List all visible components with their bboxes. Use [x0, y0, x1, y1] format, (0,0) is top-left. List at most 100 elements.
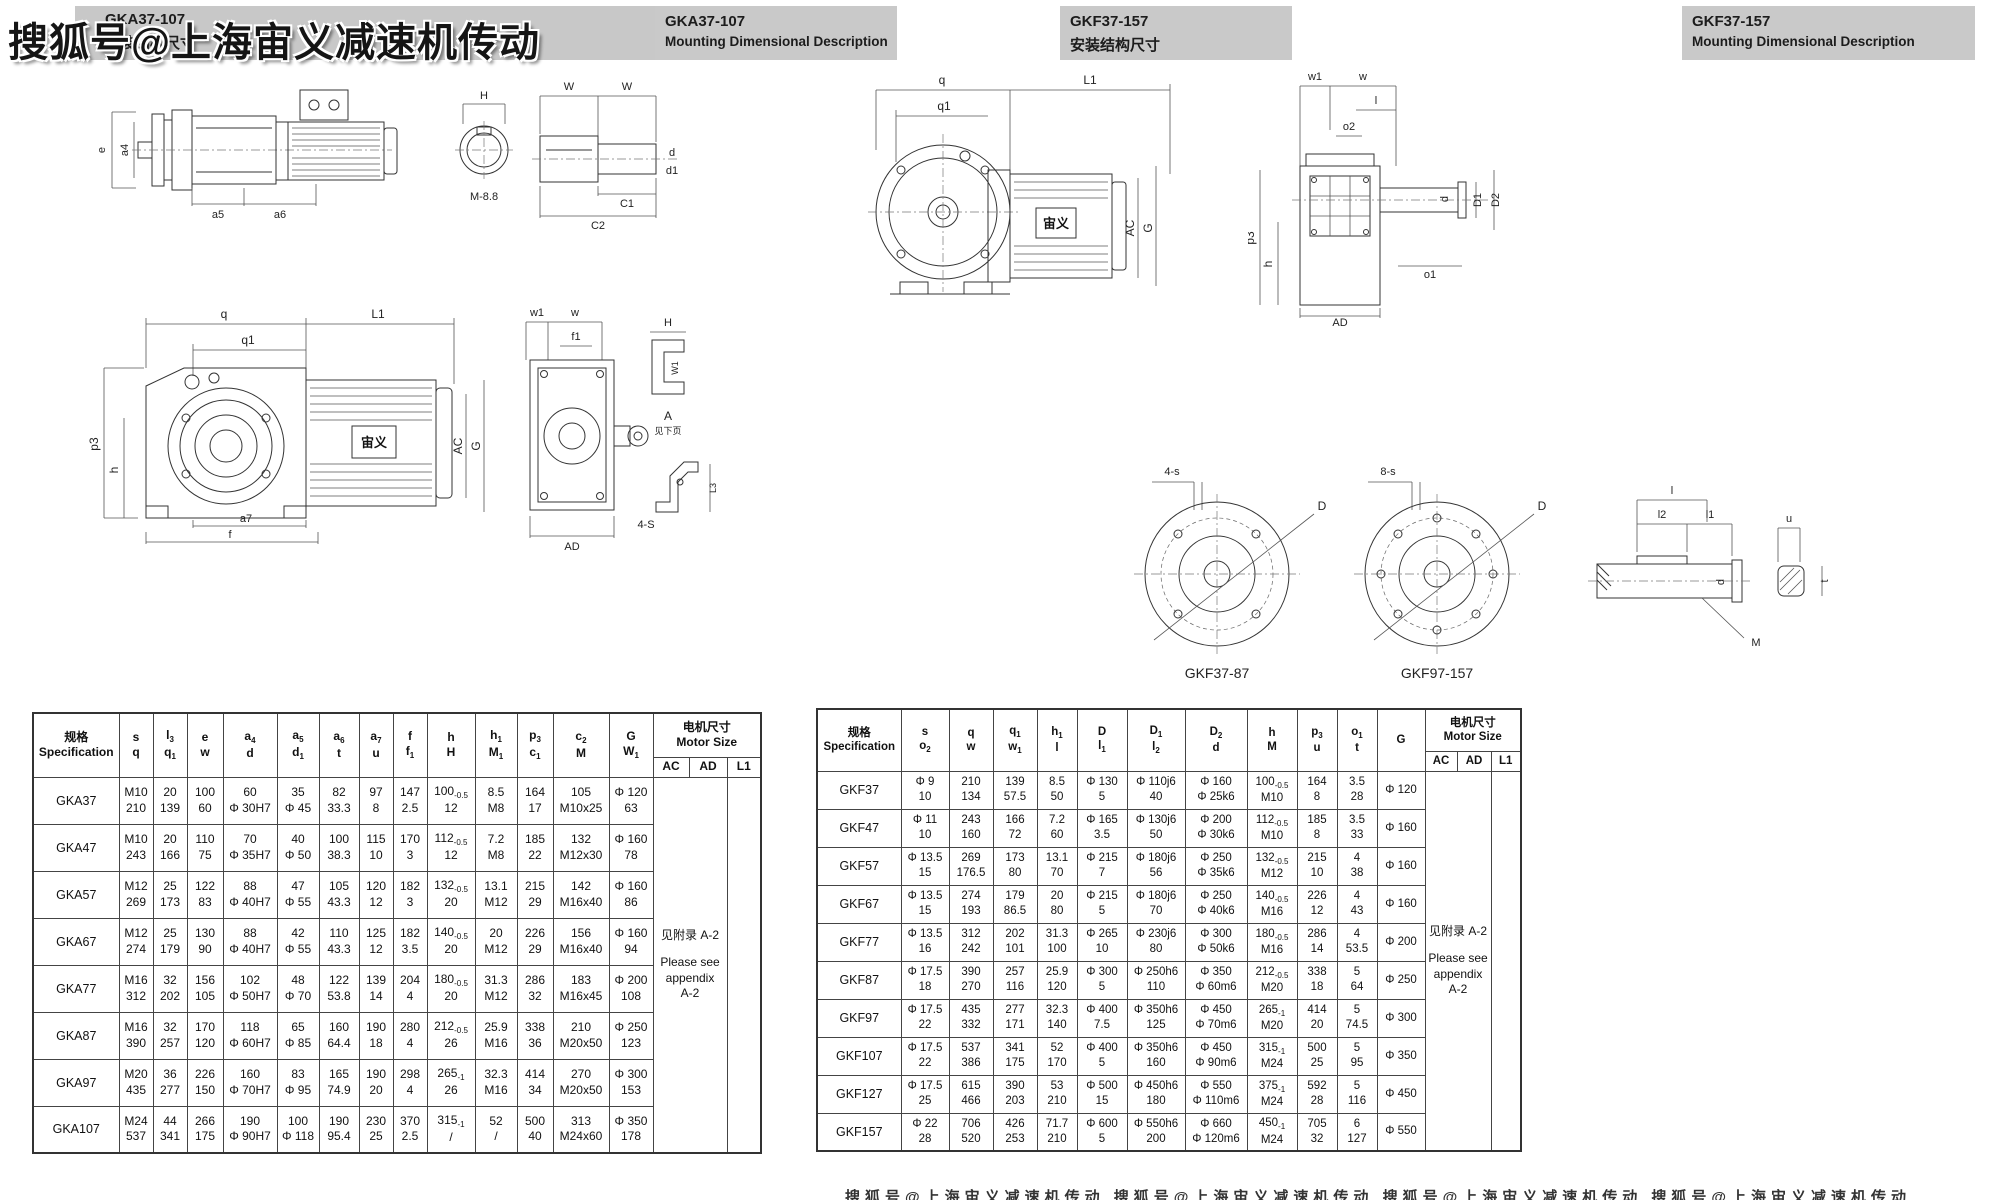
spec-cell: GKF157 — [816, 1112, 902, 1152]
spec-cell: GKA87 — [32, 1011, 120, 1060]
dim-label-AC: AC — [451, 437, 465, 454]
header-gkf-cn: GKF37-157 安装结构尺寸 — [1060, 6, 1292, 60]
gkf-shaft-detail-drawing: l l2 l1 d M u t — [1588, 486, 1831, 649]
dim-cell: Φ 250 — [1376, 960, 1426, 1000]
watermark-text: 搜狐号@上海宙义减速机传动 — [8, 21, 541, 65]
dim-label-l2: l2 — [1658, 509, 1667, 521]
dim-label-L3: L3 — [708, 483, 718, 493]
dim-cell: Φ 120 — [1376, 770, 1426, 810]
dim-cell: Φ 450 — [1376, 1074, 1426, 1114]
header-gka-cn-code: GKA37-107 — [105, 11, 186, 28]
brand-logo-gkf: 宙义 — [1043, 216, 1070, 231]
dim-label-l1: l1 — [1706, 509, 1715, 521]
dim-cell: Φ 160 — [1376, 884, 1426, 924]
header-gka-en: GKA37-107 Mounting Dimensional Descripti… — [655, 6, 897, 60]
motor-subcol-header: AD — [688, 756, 728, 778]
spec-cell: GKF97 — [816, 998, 902, 1038]
motor-subcol-header: L1 — [726, 756, 762, 778]
motor-subcol-header: L1 — [1490, 750, 1522, 772]
bottom-cutoff-strip: 搜狐号@上海宙义减速机传动 搜狐号@上海宙义减速机传动 搜狐号@上海宙义减速机传… — [845, 1189, 1912, 1200]
section-label-A: A — [664, 409, 672, 423]
gkf-front-view-drawing: q q1 L1 宙义 AC G — [868, 73, 1171, 295]
thread-label: M-8.8 — [470, 191, 498, 203]
dim-label-C2: C2 — [591, 220, 605, 232]
header-gka-en-code: GKA37-107 — [665, 13, 746, 30]
spec-cell: GKF77 — [816, 922, 902, 962]
dim-label-f1: f1 — [571, 331, 580, 343]
dim-label-l: l — [1671, 486, 1673, 497]
motor-l1-empty-cell — [726, 776, 762, 1154]
spec-cell: GKF67 — [816, 884, 902, 924]
dim-label-H: H — [480, 90, 488, 102]
flange-caption-left: GKF37-87 — [1185, 665, 1250, 681]
bolt-count-4s: 4-s — [1164, 466, 1180, 478]
dim-label-w: w — [570, 307, 579, 319]
dim-label-w1: w1 — [1307, 71, 1322, 83]
header-gka-cn: GKA37-107 安装结构尺寸 — [75, 6, 670, 60]
